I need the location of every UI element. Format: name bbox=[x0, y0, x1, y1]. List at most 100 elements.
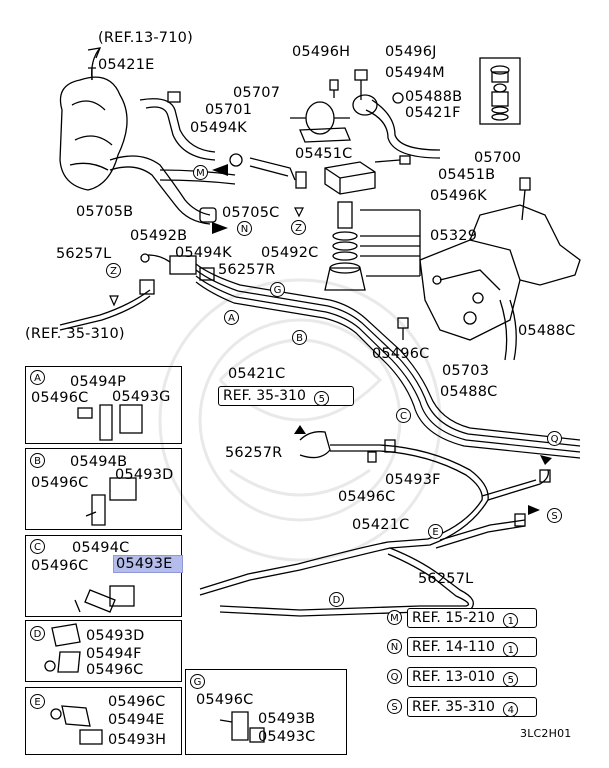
panel-g-part-2[interactable]: 05493B bbox=[258, 711, 316, 727]
panel-c-part-3[interactable]: 05493E bbox=[113, 555, 183, 573]
part-05494M-label[interactable]: 05494M bbox=[385, 65, 445, 81]
panel-c-sketch bbox=[74, 585, 135, 613]
panel-b-part-1[interactable]: 05494B bbox=[70, 454, 128, 470]
panel-e-letter: E bbox=[30, 694, 45, 709]
part-05496K-label[interactable]: 05496K bbox=[430, 188, 487, 204]
ref-row-q-letter: Q bbox=[387, 669, 402, 684]
panel-e-part-3[interactable]: 05493H bbox=[108, 732, 167, 748]
part-05705B-label[interactable]: 05705B bbox=[76, 204, 134, 220]
panel-b-part-3[interactable]: 05493D bbox=[115, 467, 174, 483]
part-05451B-label[interactable]: 05451B bbox=[438, 167, 496, 183]
part-56257L-low-label[interactable]: 56257L bbox=[418, 571, 474, 587]
ref-row-q-box: REF. 13-010 5 bbox=[407, 667, 537, 687]
part-05700-label[interactable]: 05700 bbox=[474, 150, 522, 166]
callout-z-left[interactable]: Z bbox=[106, 263, 121, 278]
part-05705C-label[interactable]: 05705C bbox=[222, 205, 280, 221]
part-05494K-mid-label[interactable]: 05494K bbox=[175, 245, 232, 261]
part-05493F-label[interactable]: 05493F bbox=[385, 472, 441, 488]
panel-d-letter: D bbox=[30, 626, 45, 641]
callout-z-top[interactable]: Z bbox=[291, 220, 306, 235]
callout-e[interactable]: E bbox=[428, 524, 443, 539]
part-05707-label[interactable]: 05707 bbox=[233, 85, 281, 101]
part-05488C-right-label[interactable]: 05488C bbox=[518, 323, 576, 339]
canister-assembly bbox=[59, 67, 128, 191]
panel-a-part-1[interactable]: 05494P bbox=[70, 374, 127, 390]
part-05496C-mid-label[interactable]: 05496C bbox=[372, 346, 430, 362]
ref-row-m-text: REF. 15-210 bbox=[412, 610, 495, 626]
part-05329-label[interactable]: 05329 bbox=[430, 228, 478, 244]
panel-d-sketch bbox=[44, 623, 81, 673]
callout-c[interactable]: C bbox=[396, 408, 411, 423]
part-05421E-label[interactable]: 05421E bbox=[98, 57, 155, 73]
panel-e-part-1[interactable]: 05496C bbox=[108, 694, 166, 710]
panel-a-part-2[interactable]: 05496C bbox=[31, 390, 89, 406]
ref-35-310-box-num: 5 bbox=[314, 391, 330, 406]
ref-row-n-letter: N bbox=[387, 639, 402, 654]
panel-c-letter: C bbox=[30, 539, 45, 554]
ref-row-n-num: 1 bbox=[503, 642, 519, 657]
panel-a-letter: A bbox=[30, 370, 45, 385]
ref-13-710-label[interactable]: (REF.13-710) bbox=[98, 30, 193, 46]
callout-a[interactable]: A bbox=[224, 310, 239, 325]
panel-a-part-3[interactable]: 05493G bbox=[112, 389, 171, 405]
panel-g-part-3[interactable]: 05493C bbox=[258, 729, 316, 745]
ref-row-q-num: 5 bbox=[503, 672, 519, 687]
part-56257R-mid-label[interactable]: 56257R bbox=[225, 445, 283, 461]
diagram-code: 3LC2H01 bbox=[520, 727, 572, 740]
part-05421C-top-label[interactable]: 05421C bbox=[228, 366, 286, 382]
callout-b[interactable]: B bbox=[292, 330, 307, 345]
panel-d-part-2[interactable]: 05494F bbox=[86, 646, 142, 662]
callout-m[interactable]: M bbox=[193, 165, 208, 180]
part-05421C-low-label[interactable]: 05421C bbox=[352, 517, 410, 533]
ref-row-n-box: REF. 14-110 1 bbox=[407, 637, 537, 657]
ref-row-s-text: REF. 35-310 bbox=[412, 699, 495, 715]
part-05701-label[interactable]: 05701 bbox=[205, 102, 253, 118]
part-05488B-label[interactable]: 05488B bbox=[405, 89, 463, 105]
ref-35-310-box[interactable]: REF. 35-310 5 bbox=[218, 386, 354, 406]
panel-c-part-1[interactable]: 05494C bbox=[72, 540, 130, 556]
callout-s[interactable]: S bbox=[547, 508, 562, 523]
panel-b-sketch bbox=[85, 477, 137, 526]
part-05421F-label[interactable]: 05421F bbox=[405, 105, 461, 121]
panel-a-sketch bbox=[77, 404, 143, 441]
ref-row-m-box: REF. 15-210 1 bbox=[407, 608, 537, 628]
panel-b-part-2[interactable]: 05496C bbox=[31, 475, 89, 491]
part-05496C-center-label[interactable]: 05496C bbox=[338, 489, 396, 505]
part-05492B-label[interactable]: 05492B bbox=[130, 228, 188, 244]
ref-row-q-text: REF. 13-010 bbox=[412, 669, 495, 685]
ref-row-m-num: 1 bbox=[503, 613, 519, 628]
detail-panel-a bbox=[25, 366, 182, 444]
panel-e-sketch bbox=[50, 705, 103, 745]
part-05494K-top-label[interactable]: 05494K bbox=[190, 120, 247, 136]
detail-panel-b bbox=[25, 448, 182, 530]
ref-35-310-label[interactable]: (REF. 35-310) bbox=[25, 326, 125, 342]
part-05496H-label[interactable]: 05496H bbox=[292, 44, 351, 60]
panel-g-part-1[interactable]: 05496C bbox=[196, 692, 254, 708]
detail-panel-c bbox=[25, 535, 182, 617]
panel-d-part-1[interactable]: 05493D bbox=[86, 628, 145, 644]
detail-panel-e bbox=[25, 687, 182, 755]
part-05492C-label[interactable]: 05492C bbox=[261, 245, 319, 261]
part-05703-label[interactable]: 05703 bbox=[442, 363, 490, 379]
panel-g-sketch bbox=[219, 711, 265, 743]
callout-d[interactable]: D bbox=[329, 592, 344, 607]
callout-n[interactable]: N bbox=[237, 221, 252, 236]
panel-c-part-2[interactable]: 05496C bbox=[31, 558, 89, 574]
ref-row-s-num: 4 bbox=[503, 702, 519, 717]
part-56257L-top-label[interactable]: 56257L bbox=[56, 246, 112, 262]
callout-q[interactable]: Q bbox=[547, 431, 562, 446]
panel-g-letter: G bbox=[190, 674, 205, 689]
panel-e-part-2[interactable]: 05494E bbox=[108, 712, 165, 728]
detail-panel-d bbox=[25, 620, 182, 682]
part-56257R-top-label[interactable]: 56257R bbox=[218, 262, 276, 278]
ref-35-310-box-text: REF. 35-310 bbox=[223, 388, 306, 404]
part-05496J-label[interactable]: 05496J bbox=[385, 44, 437, 60]
ref-row-m-letter: M bbox=[387, 610, 402, 625]
part-05488C-low-label[interactable]: 05488C bbox=[440, 384, 498, 400]
part-05451C-label[interactable]: 05451C bbox=[295, 146, 353, 162]
panel-d-part-3[interactable]: 05496C bbox=[86, 662, 144, 678]
detail-panel-g bbox=[185, 669, 347, 755]
panel-b-letter: B bbox=[30, 453, 45, 468]
callout-g[interactable]: G bbox=[270, 282, 285, 297]
